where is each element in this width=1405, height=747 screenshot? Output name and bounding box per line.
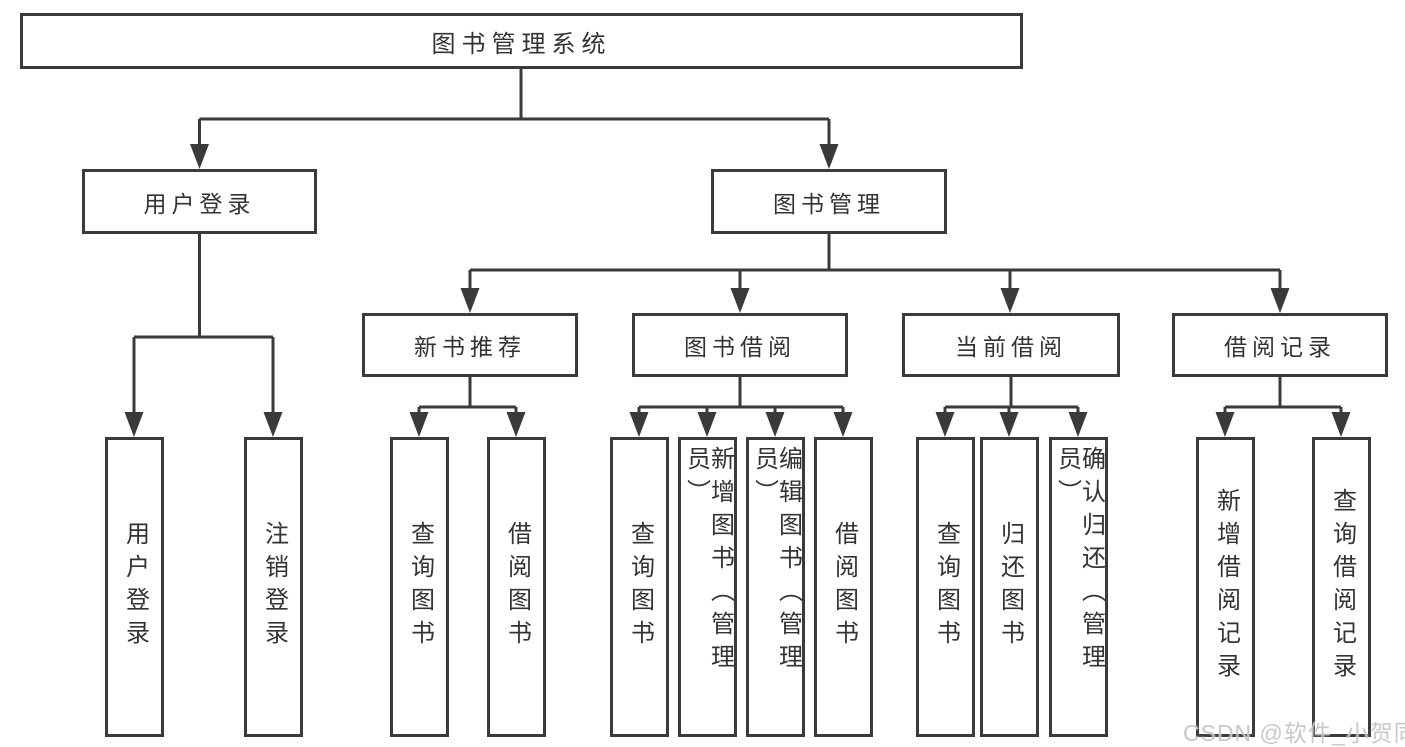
node-library-management-system: 图书管理系统	[20, 13, 1023, 69]
tree-edges	[132, 69, 1343, 415]
leaf-confirm-return-admin: 确认归还（管理员）	[1049, 437, 1108, 737]
leaf-query-borrow-record: 查询借阅记录	[1312, 437, 1371, 737]
arrowheads	[124, 144, 1351, 437]
node-user-login-branch: 用户登录	[82, 169, 317, 234]
node-book-management-branch: 图书管理	[711, 169, 947, 234]
leaf-query-books-borrowing: 查询图书	[610, 437, 669, 737]
node-new-book-recommendation: 新书推荐	[362, 313, 578, 377]
csdn-watermark: CSDN @软件_小贺同学	[1183, 720, 1405, 746]
node-book-borrowing: 图书借阅	[632, 313, 848, 377]
leaf-query-books-recommend: 查询图书	[390, 437, 449, 737]
leaf-query-books-current: 查询图书	[916, 437, 975, 737]
leaf-borrow-books-recommend: 借阅图书	[487, 437, 546, 737]
leaf-logout: 注销登录	[244, 437, 303, 737]
leaf-add-borrow-record: 新增借阅记录	[1196, 437, 1255, 737]
leaf-add-books-admin: 新增图书（管理员）	[678, 437, 737, 737]
leaf-borrow-books: 借阅图书	[814, 437, 873, 737]
leaf-edit-books-admin: 编辑图书（管理员）	[746, 437, 805, 737]
leaf-user-login: 用户登录	[105, 437, 164, 737]
node-borrowing-records: 借阅记录	[1172, 313, 1388, 377]
leaf-return-books: 归还图书	[980, 437, 1039, 737]
node-current-borrowing: 当前借阅	[902, 313, 1120, 377]
